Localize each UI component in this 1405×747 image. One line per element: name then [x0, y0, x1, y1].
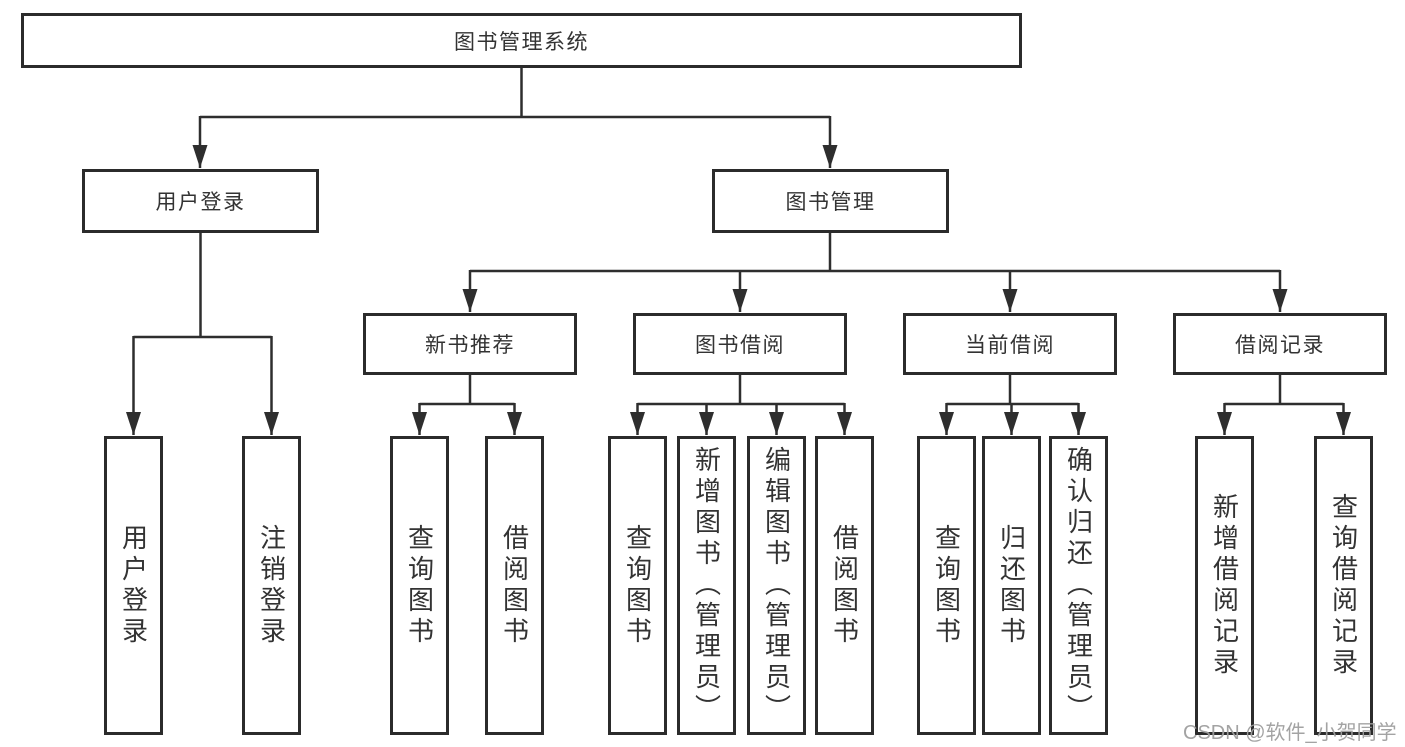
- node-leaf-current-confirm-label: 确认归还（管理员）: [1063, 446, 1094, 725]
- node-leaf-current-query-label: 查询图书: [931, 523, 962, 648]
- node-leaf-logout: 注销登录: [242, 436, 301, 735]
- node-leaf-user-login-label: 用户登录: [118, 523, 149, 648]
- node-leaf-current-return: 归还图书: [982, 436, 1041, 735]
- node-leaf-records-query: 查询借阅记录: [1314, 436, 1373, 735]
- node-leaf-borrow-edit-label: 编辑图书（管理员）: [761, 446, 792, 725]
- node-leaf-records-add-label: 新增借阅记录: [1209, 492, 1240, 679]
- node-leaf-borrow-borrow: 借阅图书: [815, 436, 874, 735]
- node-new-books: 新书推荐: [363, 313, 577, 375]
- node-user-login-label: 用户登录: [155, 191, 246, 214]
- node-leaf-borrow-query: 查询图书: [608, 436, 667, 735]
- node-book-mgmt: 图书管理: [712, 169, 949, 233]
- node-leaf-records-query-label: 查询借阅记录: [1328, 492, 1359, 679]
- node-leaf-borrow-query-label: 查询图书: [622, 523, 653, 648]
- node-borrow-records: 借阅记录: [1173, 313, 1387, 375]
- node-leaf-records-add: 新增借阅记录: [1195, 436, 1254, 735]
- node-leaf-new-borrow: 借阅图书: [485, 436, 544, 735]
- node-book-borrow-label: 图书借阅: [695, 334, 785, 357]
- node-book-mgmt-label: 图书管理: [785, 191, 876, 214]
- node-leaf-borrow-edit: 编辑图书（管理员）: [747, 436, 806, 735]
- node-current-borrow: 当前借阅: [903, 313, 1117, 375]
- node-root: 图书管理系统: [21, 13, 1022, 68]
- node-leaf-current-return-label: 归还图书: [996, 523, 1027, 648]
- node-leaf-new-borrow-label: 借阅图书: [499, 523, 530, 648]
- node-leaf-new-query-label: 查询图书: [404, 523, 435, 648]
- node-leaf-borrow-borrow-label: 借阅图书: [829, 523, 860, 648]
- node-leaf-new-query: 查询图书: [390, 436, 449, 735]
- node-root-label: 图书管理系统: [454, 30, 589, 54]
- node-user-login: 用户登录: [82, 169, 319, 233]
- node-current-borrow-label: 当前借阅: [965, 334, 1055, 357]
- node-borrow-records-label: 借阅记录: [1235, 334, 1325, 357]
- node-new-books-label: 新书推荐: [425, 334, 515, 357]
- watermark: CSDN @软件_小贺同学: [1183, 722, 1397, 744]
- node-leaf-borrow-add: 新增图书（管理员）: [677, 436, 736, 735]
- node-leaf-logout-label: 注销登录: [256, 523, 287, 648]
- node-leaf-user-login: 用户登录: [104, 436, 163, 735]
- node-book-borrow: 图书借阅: [633, 313, 847, 375]
- node-leaf-current-confirm: 确认归还（管理员）: [1049, 436, 1108, 735]
- node-leaf-current-query: 查询图书: [917, 436, 976, 735]
- node-leaf-borrow-add-label: 新增图书（管理员）: [691, 446, 722, 725]
